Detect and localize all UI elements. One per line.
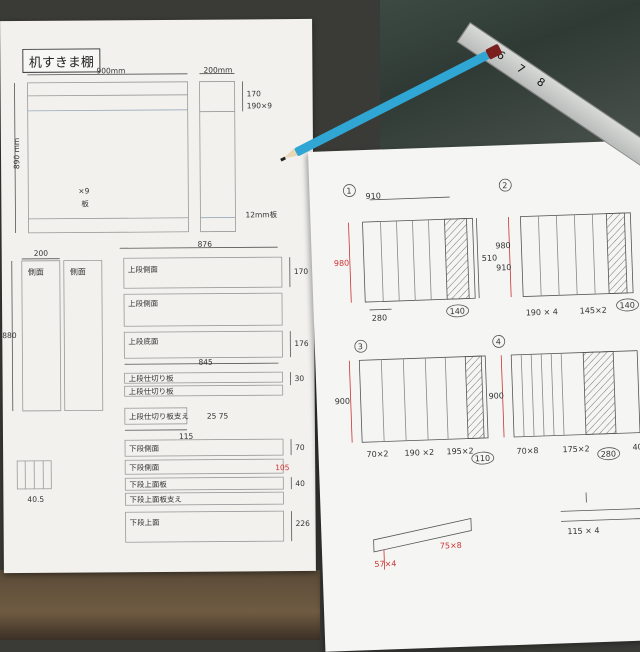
- pane-label: 板: [81, 198, 89, 209]
- step-1-bottom-left: 280: [372, 313, 388, 323]
- dim-rh-1: 170: [294, 267, 308, 276]
- ruler-number: 7: [514, 62, 527, 77]
- dim-left-small: 200: [34, 249, 48, 258]
- step-4-bottom-a: 70×8: [516, 446, 538, 456]
- step-1-right-height: 510: [482, 253, 498, 263]
- dim-top-width: 900mm: [96, 66, 125, 75]
- red-note: 105: [275, 463, 289, 472]
- step-3-num: 3: [358, 342, 363, 351]
- step-1-num: 1: [346, 187, 351, 196]
- right-sheet-drawing: [308, 140, 640, 652]
- step-1-top: 910: [365, 191, 381, 201]
- part-label: 下段上面: [130, 517, 160, 528]
- center-mark: ×9: [78, 186, 89, 195]
- step-3-bottom-right: 110: [475, 454, 491, 464]
- right-sketch-sheet: 910 1 980 510 280 140 2 980 910 190 × 4 …: [308, 140, 640, 652]
- note-left-b: 75×8: [440, 541, 462, 551]
- part-label: 下段上面板: [129, 479, 167, 490]
- part-label: 上段仕切り板支え: [129, 411, 189, 422]
- dim-rh-4: 70: [295, 443, 305, 452]
- dim-mid-width: 876: [198, 240, 212, 249]
- step-2-bottom-mid: 145×2: [580, 306, 607, 316]
- step-2-right-height: 910: [496, 263, 512, 273]
- step-2-num: 2: [502, 181, 507, 190]
- step-3-bottom-b: 190 ×2: [404, 448, 434, 458]
- dim-rh-5: 40: [295, 479, 305, 488]
- floor-board: [0, 570, 320, 640]
- step-2-bottom: 190 × 4: [526, 307, 558, 317]
- dim-left-height: 880: [2, 331, 16, 340]
- dim-side-width: 200mm: [203, 65, 232, 74]
- dim-right-b: 190×9: [247, 101, 272, 110]
- dim-cut-bottom: 115: [179, 432, 193, 441]
- part-label: 下段側面: [129, 443, 159, 454]
- part-label: 下段側面: [129, 462, 159, 473]
- step-4-bottom-b: 175×2: [562, 444, 589, 454]
- step-4-num: 4: [496, 337, 501, 346]
- part-label: 上段仕切り板: [129, 373, 174, 384]
- step-1-bottom-right: 140: [450, 307, 466, 317]
- step-4-bottom-right: 40: [632, 443, 640, 452]
- left-sketch-sheet: 机すきま棚: [0, 19, 316, 573]
- part-label: 上段側面: [128, 298, 158, 309]
- panel-label-side-b: 側面: [70, 267, 86, 278]
- step-4-bottom-c: 280: [601, 449, 617, 459]
- dim-small-bottom: 40.5: [27, 495, 44, 504]
- step-3-bottom-a: 70×2: [366, 449, 388, 459]
- dim-rh-6: 226: [296, 519, 310, 528]
- dim-right-a: 170: [247, 89, 261, 98]
- note-right: 115 × 4: [567, 526, 599, 536]
- dim-bottom-right: 12mm板: [245, 209, 277, 220]
- step-3-left-height: 900: [335, 397, 351, 407]
- part-label: 上段底面: [128, 336, 158, 347]
- part-label: 上段側面: [128, 264, 158, 275]
- dim-rh-2: 176: [294, 339, 308, 348]
- dim-cut-val: 25 75: [207, 412, 229, 421]
- step-2-left-height: 980: [495, 241, 511, 251]
- ruler-number: 8: [534, 75, 547, 90]
- step-2-bottom-right: 140: [619, 301, 635, 311]
- note-left-a: 57×4: [374, 559, 396, 569]
- step-4-left-height: 900: [488, 391, 504, 401]
- dim-height: 890 mm: [12, 138, 21, 169]
- dim-rh-3: 30: [295, 374, 305, 383]
- part-label: 上段仕切り板: [129, 386, 174, 397]
- panel-label-side-a: 側面: [28, 267, 44, 278]
- step-1-left-height: 980: [334, 259, 350, 269]
- step-3-bottom-c: 195×2: [446, 446, 473, 456]
- dim-mid-845: 845: [198, 358, 212, 367]
- part-label: 下段上面板支え: [129, 494, 182, 505]
